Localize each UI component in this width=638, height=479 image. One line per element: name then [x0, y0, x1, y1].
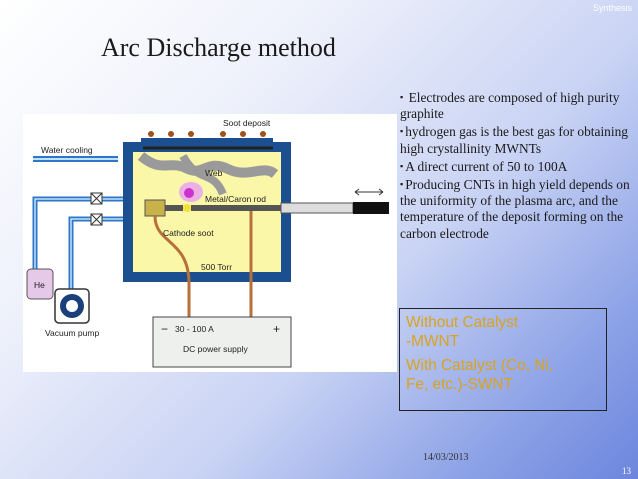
- slide-title: Arc Discharge method: [101, 33, 336, 62]
- bullet-text: A direct current of 50 to 100A: [405, 158, 568, 174]
- minus-terminal: −: [161, 322, 168, 336]
- arc-spot: [183, 204, 191, 212]
- bullet-text: hydrogen gas is the best gas for obtaini…: [400, 124, 628, 156]
- section-tag: Synthesis: [592, 3, 632, 13]
- slide-date: 14/03/2013: [423, 452, 469, 463]
- current-label: 30 - 100 A: [175, 324, 214, 334]
- bolt-icon: [148, 131, 154, 137]
- catalyst-box: Without Catalyst -MWNT With Catalyst (Co…: [399, 308, 607, 411]
- cathode-wire: [153, 215, 191, 319]
- diagram-svg: He Vacuum pump: [26, 118, 389, 368]
- bullet-list: ▪ Electrodes are composed of high purity…: [400, 89, 636, 243]
- bolt-icon: [188, 131, 194, 137]
- valve-icon-cross: [90, 192, 103, 205]
- bullet-item: ▪hydrogen gas is the best gas for obtain…: [400, 123, 636, 156]
- chamber-top-flange: [141, 138, 273, 146]
- feedthrough: [280, 202, 354, 214]
- rod-handle: [353, 202, 389, 214]
- soot-web: [179, 153, 227, 196]
- valve-icon-cross: [90, 213, 103, 226]
- power-supply-label: DC power supply: [183, 344, 248, 354]
- page-number: 13: [622, 466, 631, 476]
- bolt-icon: [168, 131, 174, 137]
- plasma-arc: [184, 188, 194, 198]
- cathode-rod: [165, 205, 183, 211]
- bullet-item: ▪Producing CNTs in high yield depends on…: [400, 176, 636, 242]
- bullet-item: ▪A direct current of 50 to 100A: [400, 158, 636, 175]
- gas-line: [32, 196, 128, 269]
- bullet-icon: ▪: [400, 126, 404, 137]
- helium-label: He: [34, 280, 45, 290]
- cathode-soot-label: Cathode soot: [163, 228, 214, 238]
- catalyst-line: Without Catalyst: [406, 314, 519, 331]
- bolt-icon: [260, 131, 266, 137]
- catalyst-line: Fe, etc.)-SWNT: [406, 376, 513, 393]
- bullet-icon: ▪: [400, 160, 404, 171]
- cathode-soot: [144, 199, 166, 217]
- bullet-text: Producing CNTs in high yield depends on …: [400, 177, 630, 241]
- anode-rod: [191, 205, 353, 211]
- gas-line-core: [34, 198, 128, 269]
- catalyst-line: -MWNT: [406, 333, 459, 350]
- plus-terminal: +: [273, 322, 280, 336]
- water-cooling-label: Water cooling: [41, 145, 93, 155]
- web-label: Web: [205, 168, 223, 178]
- helium-cylinder: [26, 268, 54, 300]
- bullet-icon: ▪: [400, 179, 404, 190]
- arc-discharge-diagram: He Vacuum pump: [23, 114, 397, 372]
- bullet-icon: ▪: [400, 92, 404, 102]
- vacuum-pump-label: Vacuum pump: [45, 328, 99, 338]
- vacuum-line-core: [70, 218, 128, 289]
- soot-deposit-label: Soot deposit: [223, 118, 271, 128]
- vacuum-line: [68, 216, 128, 289]
- catalyst-line: With Catalyst (Co, Ni,: [406, 357, 554, 374]
- bolt-icon: [240, 131, 246, 137]
- soot-web: [137, 151, 279, 179]
- bullet-item: ▪ Electrodes are composed of high purity…: [400, 89, 636, 122]
- metal-rod-label: Metal/Caron rod: [205, 194, 266, 204]
- motion-arrow-heads: [354, 188, 384, 196]
- vacuum-pump-hub: [66, 300, 78, 312]
- bolt-icon: [220, 131, 226, 137]
- bullet-text: Electrodes are composed of high purity g…: [400, 90, 620, 122]
- dc-power-supply: [152, 316, 292, 368]
- pressure-label: 500 Torr: [201, 262, 232, 272]
